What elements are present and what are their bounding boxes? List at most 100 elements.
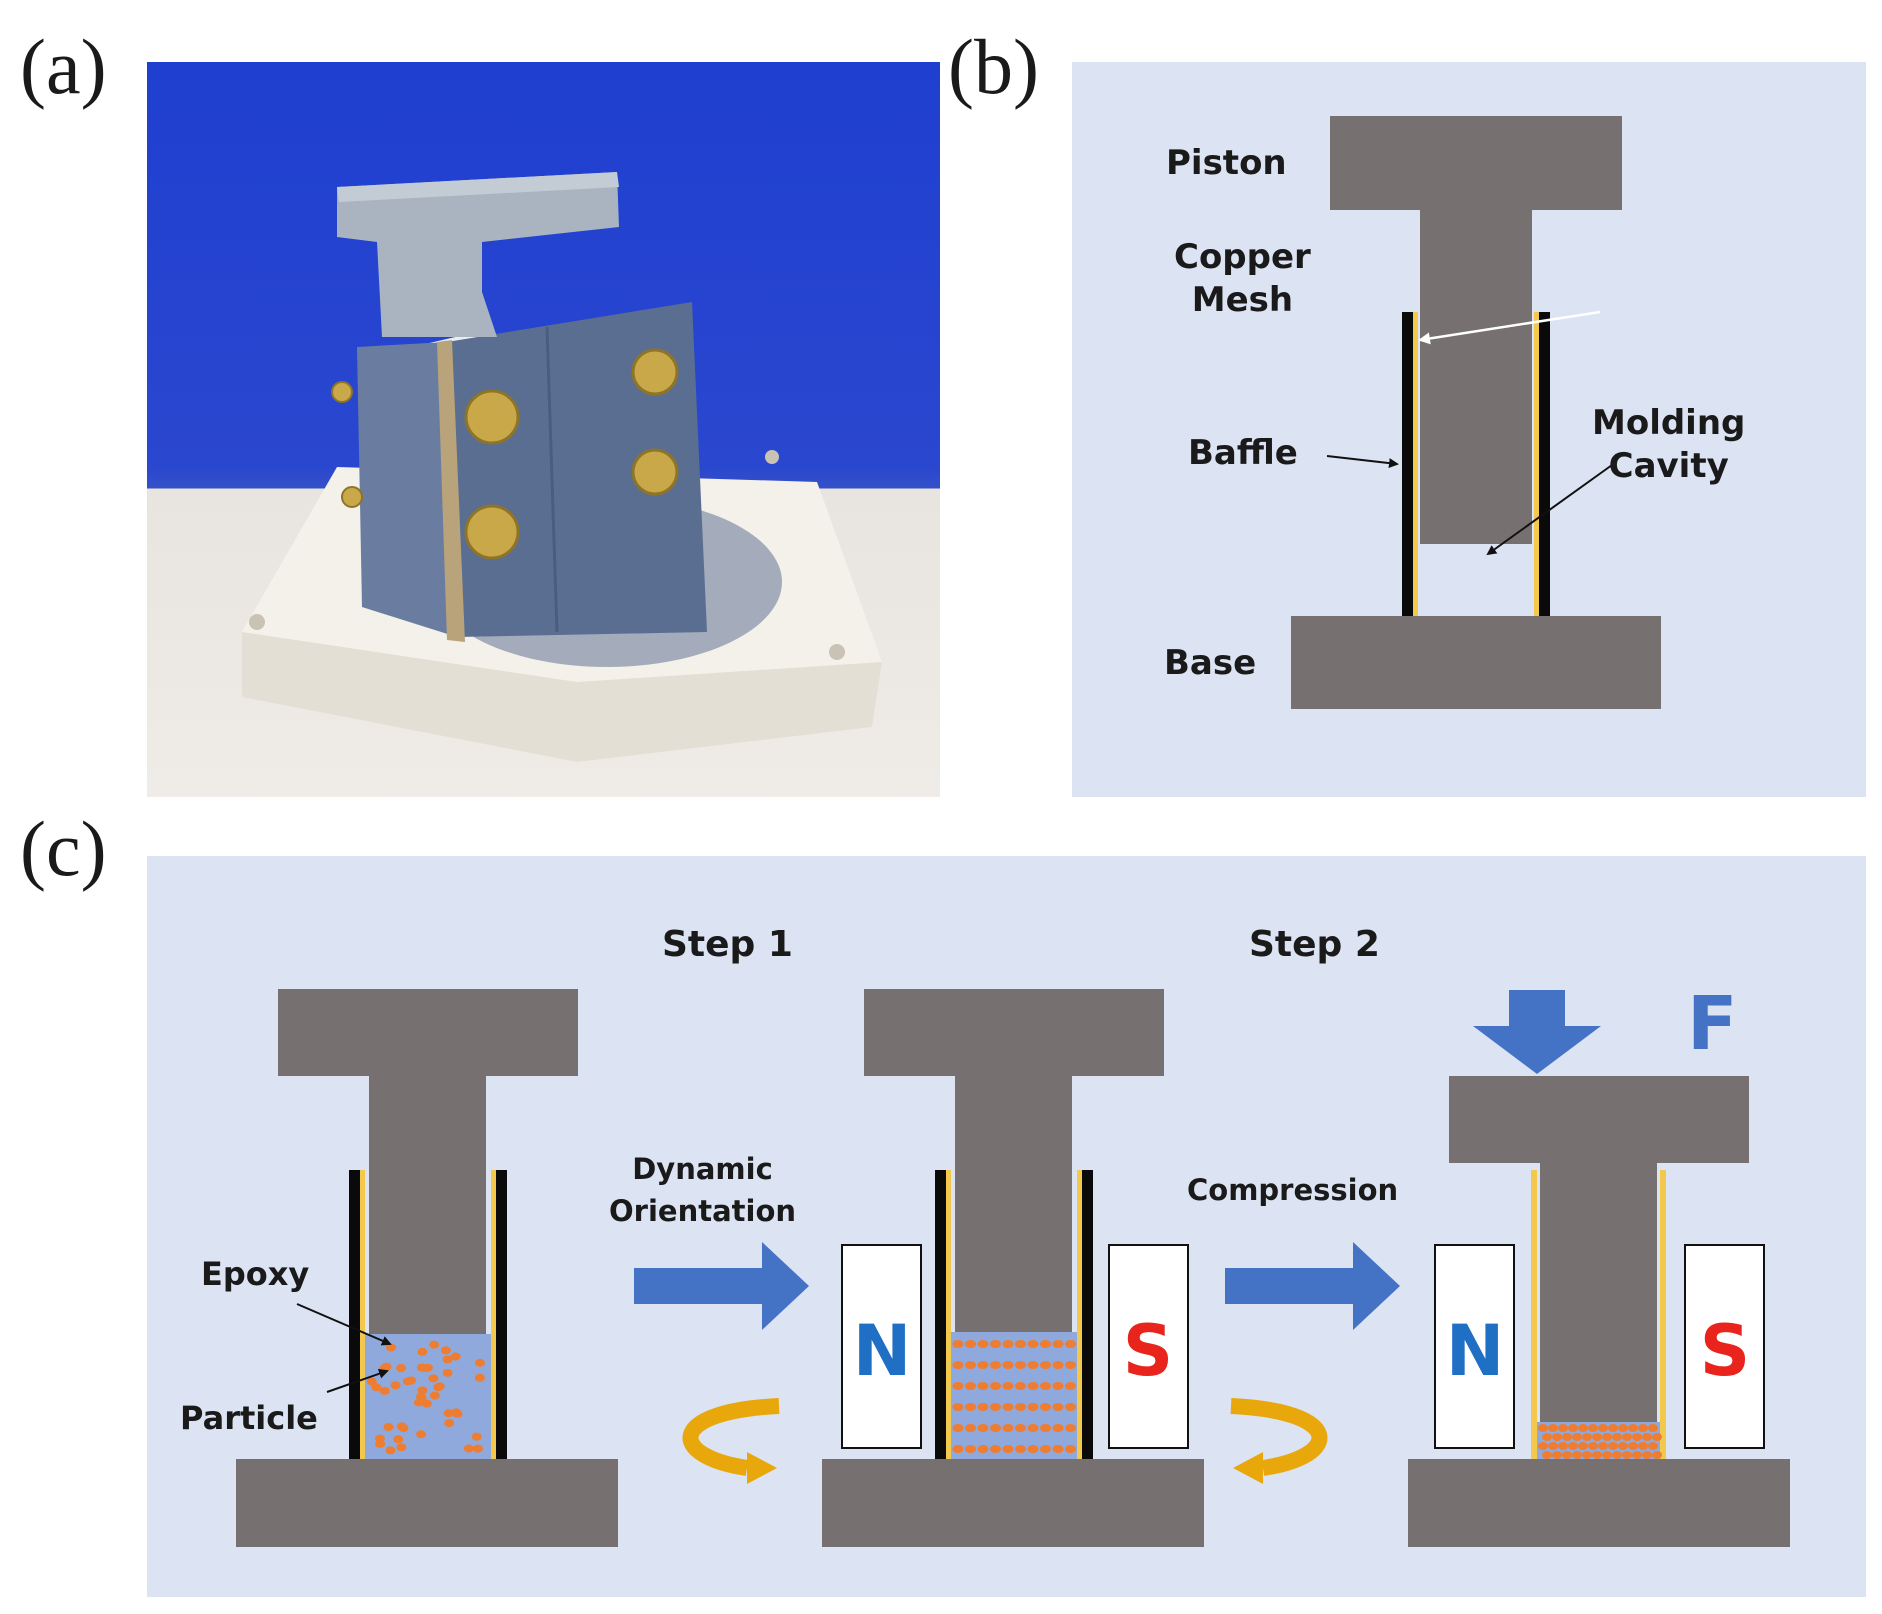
particle-dot	[1652, 1451, 1662, 1459]
force-arrow-down-icon	[1473, 990, 1601, 1074]
particle-dot	[1052, 1340, 1064, 1348]
base-hole	[765, 450, 779, 464]
particle-dot	[990, 1445, 1001, 1453]
particle-dot	[1648, 1442, 1658, 1450]
particle-dot	[1572, 1433, 1582, 1441]
particle-dot	[1642, 1451, 1652, 1459]
baffle-left-2	[935, 1170, 946, 1460]
particle-dot	[1002, 1424, 1014, 1432]
particle-dot	[1598, 1442, 1608, 1450]
epoxy-fill-2	[951, 1332, 1077, 1460]
particle-dot	[1552, 1451, 1562, 1459]
particle-dot	[1065, 1382, 1076, 1390]
particle-dot	[1040, 1361, 1051, 1369]
particle-dot	[1608, 1442, 1618, 1450]
panel-label-c: (c)	[20, 805, 107, 892]
particle-dot	[1052, 1361, 1064, 1369]
particle-dot	[1542, 1451, 1552, 1459]
particle-dot	[421, 1399, 432, 1408]
particle-dot	[1002, 1340, 1014, 1348]
particle-dot	[474, 1373, 485, 1382]
particle-dot	[965, 1403, 976, 1411]
particle-chains-aligned	[952, 1340, 1076, 1453]
particle-dot	[965, 1382, 976, 1390]
particle-dot	[415, 1392, 426, 1401]
copper-mesh-left-3	[1531, 1170, 1537, 1460]
piston-stem-2	[955, 1076, 1072, 1332]
epoxy-fill-1	[365, 1334, 491, 1460]
particle-dot	[1065, 1340, 1076, 1348]
particle-dot	[1628, 1442, 1638, 1450]
particle-dot	[1562, 1433, 1572, 1441]
label-epoxy: Epoxy	[201, 1255, 310, 1293]
particle-dot	[1628, 1424, 1638, 1432]
label-particle: Particle	[180, 1399, 318, 1437]
particle-dot	[1618, 1442, 1628, 1450]
bolt-icon	[331, 381, 353, 403]
particle-dot	[1652, 1433, 1662, 1441]
mold-frame-side	[357, 342, 457, 637]
particle-dot	[952, 1424, 964, 1432]
piston-head-1	[278, 989, 578, 1076]
molding-cavity-pointer	[1486, 464, 1613, 556]
particle-dot	[371, 1383, 382, 1392]
particle-dot	[1040, 1403, 1051, 1411]
copper-mesh-left-1	[360, 1170, 365, 1460]
particle-dot	[1548, 1442, 1558, 1450]
process-diagram	[147, 856, 1790, 1547]
particle-dot	[965, 1340, 976, 1348]
particle-pointer	[326, 1368, 389, 1393]
particle-dot	[444, 1419, 455, 1428]
particle-dot	[1052, 1424, 1064, 1432]
label-piston: Piston	[1166, 143, 1287, 183]
copper-mesh-strip	[437, 340, 465, 642]
particle-dot	[990, 1403, 1001, 1411]
particle-dot	[443, 1409, 454, 1418]
piston-block	[337, 172, 619, 337]
particle-dot	[1622, 1451, 1632, 1459]
magnet-s-2	[1108, 1244, 1189, 1449]
particle-dot	[990, 1340, 1001, 1348]
particle-dot	[1065, 1361, 1076, 1369]
particle-dot	[1052, 1445, 1064, 1453]
particle-dot	[1027, 1445, 1039, 1453]
particle-dot	[1648, 1424, 1658, 1432]
frame-seam	[545, 326, 559, 633]
arrow-right-icon	[634, 1242, 809, 1330]
mold-schematic	[1291, 116, 1661, 709]
particle-dot	[1612, 1433, 1622, 1441]
magnet-n-3	[1434, 1244, 1515, 1449]
baffle-left-1	[349, 1170, 360, 1460]
particle-dot	[428, 1374, 439, 1383]
particle-dot	[1015, 1445, 1026, 1453]
piston-stem	[1420, 210, 1532, 544]
particle-dot	[390, 1381, 401, 1390]
magnet-n-2	[841, 1244, 922, 1449]
panel-label-a: (a)	[20, 23, 107, 110]
label-magnet-s-3: S	[1699, 1310, 1751, 1392]
particle-dot	[1612, 1451, 1622, 1459]
particle-dot	[375, 1439, 386, 1448]
particle-dot	[1578, 1442, 1588, 1450]
particle-dot	[952, 1340, 964, 1348]
particle-dot	[977, 1424, 989, 1432]
label-step-2: Step 2	[1249, 924, 1380, 965]
particle-dot	[1602, 1451, 1612, 1459]
particle-dot	[442, 1368, 453, 1377]
particle-dot	[1558, 1442, 1568, 1450]
rotate-arrow-icon	[682, 1398, 780, 1484]
particle-dot	[1618, 1424, 1628, 1432]
piston-top-face	[337, 172, 619, 202]
particle-dot	[429, 1340, 440, 1349]
piston-head-2	[864, 989, 1164, 1076]
base-hole	[249, 614, 265, 630]
particle-dot	[402, 1377, 413, 1386]
mold-initial	[147, 856, 148, 857]
bolt-icon	[631, 448, 679, 496]
particle-dot	[417, 1386, 428, 1395]
particle-dot	[965, 1445, 976, 1453]
particle-cluster-compressed	[1538, 1424, 1662, 1459]
particle-dot	[396, 1364, 407, 1373]
particle-dot	[1568, 1424, 1578, 1432]
label-magnet-s-2: S	[1122, 1310, 1174, 1392]
